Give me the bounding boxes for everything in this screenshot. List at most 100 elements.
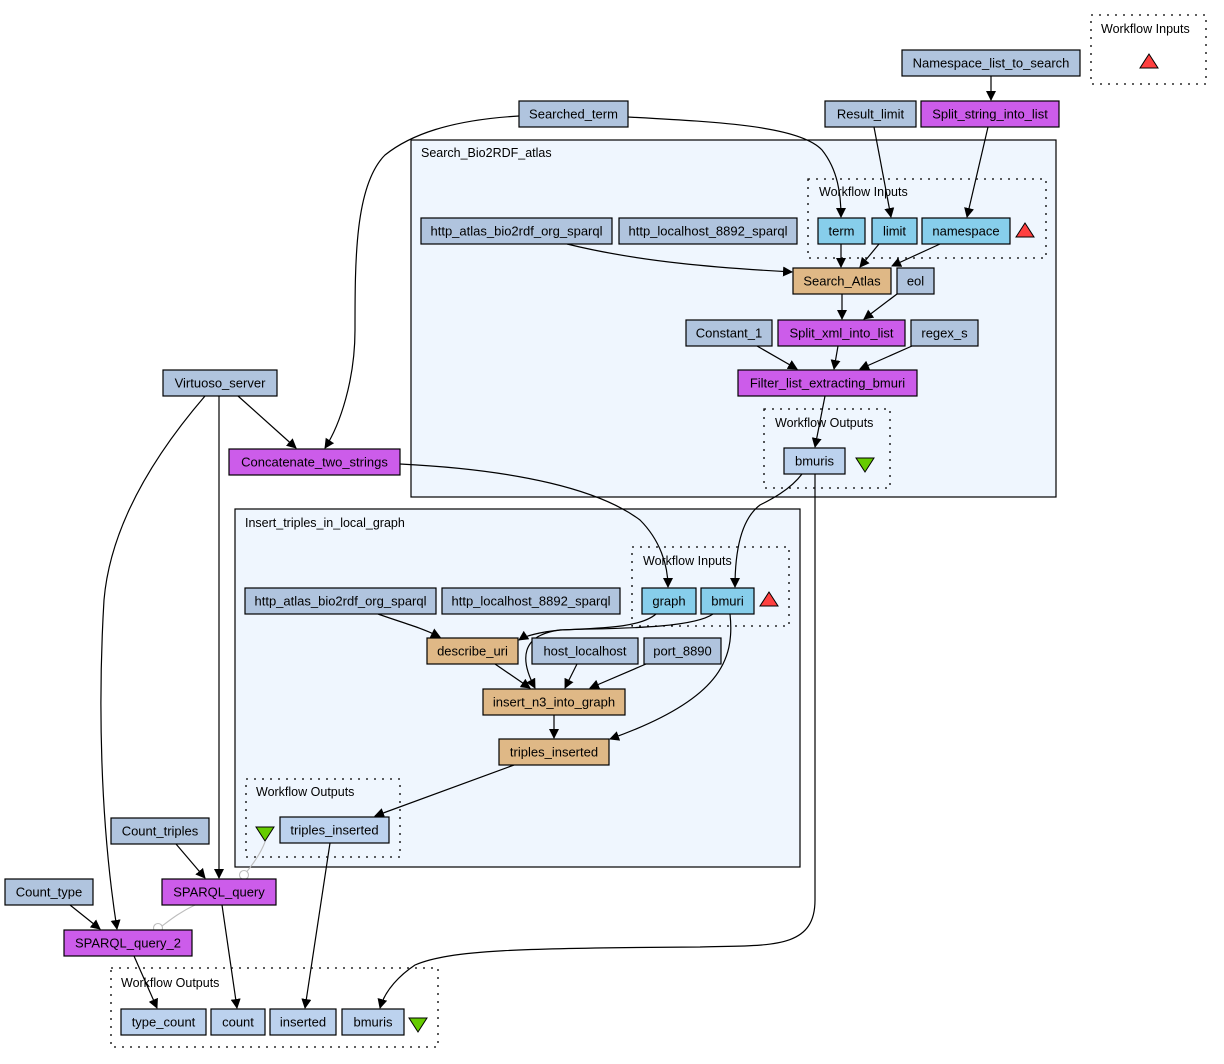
cluster-label: Workflow Outputs [256, 785, 354, 799]
node-box[interactable] [162, 369, 278, 397]
edge-constant-1-to-filter-list [756, 345, 798, 370]
input-triangle-icon [1139, 53, 1159, 69]
node-box[interactable] [63, 929, 193, 957]
node-out-inserted[interactable]: inserted [269, 1008, 337, 1036]
node-port-8890[interactable]: port_8890 [643, 637, 722, 665]
node-box[interactable] [777, 319, 906, 347]
node-sparql-query[interactable]: SPARQL_query [161, 878, 277, 906]
node-label: SPARQL_query [173, 885, 265, 900]
node-s-in-term[interactable]: term [817, 217, 866, 245]
node-count-type[interactable]: Count_type [4, 878, 94, 906]
edge-i-in-bmuri-to-describe-uri [518, 613, 714, 641]
node-out-count[interactable]: count [210, 1008, 266, 1036]
edge-s-in-namespace-to-search-atlas [891, 243, 941, 267]
node-box[interactable] [279, 816, 390, 844]
node-count-triples[interactable]: Count_triples [110, 817, 210, 845]
node-box[interactable] [792, 267, 892, 295]
node-box[interactable] [420, 217, 613, 245]
node-label: Split_xml_into_list [789, 326, 893, 341]
node-i-in-graph[interactable]: graph [641, 587, 697, 615]
node-box[interactable] [269, 1008, 337, 1036]
node-box[interactable] [700, 587, 755, 615]
node-s-out-bmuris[interactable]: bmuris [783, 447, 846, 475]
cluster-search-workflow-outputs: Workflow Outputs [763, 408, 891, 489]
node-label: namespace [932, 224, 999, 239]
node-host-localhost[interactable]: host_localhost [531, 637, 639, 665]
node-describe-uri[interactable]: describe_uri [426, 637, 519, 665]
edge-s-http-atlas-to-search-atlas [566, 243, 793, 277]
node-box[interactable] [244, 587, 437, 615]
node-label: Result_limit [837, 107, 905, 122]
node-result-limit[interactable]: Result_limit [824, 100, 917, 128]
node-label: http_localhost_8892_sparql [451, 594, 610, 609]
node-box[interactable] [426, 637, 519, 665]
node-i-in-bmuri[interactable]: bmuri [700, 587, 755, 615]
node-box[interactable] [871, 217, 918, 245]
node-box[interactable] [817, 217, 866, 245]
node-label: graph [652, 594, 685, 609]
node-box[interactable] [901, 49, 1081, 77]
edge-s-out-bmuris-to-out-bmuris [377, 474, 816, 1009]
node-box[interactable] [685, 319, 773, 347]
node-regex-s[interactable]: regex_s [910, 319, 979, 347]
node-box[interactable] [120, 1008, 207, 1036]
node-label: insert_n3_into_graph [493, 695, 615, 710]
node-i-out-triples[interactable]: triples_inserted [279, 816, 390, 844]
cluster-search-bio2rdf-atlas[interactable]: Search_Bio2RDF_atlas [410, 139, 1057, 498]
edge-virtuoso-server-to-sparql-query-2 [100, 395, 206, 930]
node-box[interactable] [920, 100, 1060, 128]
edges-layer [69, 76, 996, 1009]
node-s-http-atlas[interactable]: http_atlas_bio2rdf_org_sparql [420, 217, 613, 245]
node-s-in-namespace[interactable]: namespace [921, 217, 1011, 245]
node-box[interactable] [4, 878, 94, 906]
node-sparql-query-2[interactable]: SPARQL_query_2 [63, 929, 193, 957]
edge-describe-uri-to-insert-n3 [494, 663, 531, 689]
node-box[interactable] [737, 369, 918, 397]
node-label: regex_s [921, 326, 968, 341]
node-i-http-atlas[interactable]: http_atlas_bio2rdf_org_sparql [244, 587, 437, 615]
node-label: http_atlas_bio2rdf_org_sparql [254, 594, 426, 609]
node-insert-n3[interactable]: insert_n3_into_graph [482, 688, 626, 716]
node-box[interactable] [498, 738, 610, 766]
cluster-insert-triples-in-local-graph[interactable]: Insert_triples_in_local_graph [234, 508, 801, 868]
edge-s-in-limit-to-search-atlas [859, 243, 880, 268]
node-eol[interactable]: eol [896, 267, 935, 295]
node-virtuoso-server[interactable]: Virtuoso_server [162, 369, 278, 397]
cluster-insert-workflow-outputs: Workflow Outputs [245, 778, 401, 858]
node-constant-1[interactable]: Constant_1 [685, 319, 773, 347]
node-box[interactable] [783, 447, 846, 475]
output-triangle-icon [855, 457, 875, 473]
node-out-type-count[interactable]: type_count [120, 1008, 207, 1036]
node-box[interactable] [896, 267, 935, 295]
node-split-string-into-list[interactable]: Split_string_into_list [920, 100, 1060, 128]
node-search-atlas[interactable]: Search_Atlas [792, 267, 892, 295]
node-split-xml-into-list[interactable]: Split_xml_into_list [777, 319, 906, 347]
node-s-in-limit[interactable]: limit [871, 217, 918, 245]
node-namespace-list-to-search[interactable]: Namespace_list_to_search [901, 49, 1081, 77]
node-box[interactable] [641, 587, 697, 615]
node-box[interactable] [341, 1008, 405, 1036]
node-label: Constant_1 [696, 326, 763, 341]
node-i-http-localhost[interactable]: http_localhost_8892_sparql [441, 587, 621, 615]
node-box[interactable] [518, 100, 629, 128]
node-box[interactable] [910, 319, 979, 347]
node-filter-list[interactable]: Filter_list_extracting_bmuri [737, 369, 918, 397]
node-box[interactable] [228, 448, 401, 476]
node-searched-term[interactable]: Searched_term [518, 100, 629, 128]
node-box[interactable] [210, 1008, 266, 1036]
node-s-http-localhost[interactable]: http_localhost_8892_sparql [618, 217, 798, 245]
control-link-endpoint-icon [238, 869, 250, 881]
node-box[interactable] [824, 100, 917, 128]
node-label: port_8890 [653, 644, 712, 659]
node-out-bmuris[interactable]: bmuris [341, 1008, 405, 1036]
node-box[interactable] [643, 637, 722, 665]
node-box[interactable] [482, 688, 626, 716]
node-box[interactable] [531, 637, 639, 665]
node-box[interactable] [441, 587, 621, 615]
node-concatenate[interactable]: Concatenate_two_strings [228, 448, 401, 476]
node-box[interactable] [110, 817, 210, 845]
node-box[interactable] [618, 217, 798, 245]
node-box[interactable] [161, 878, 277, 906]
node-box[interactable] [921, 217, 1011, 245]
node-triples-inserted-proc[interactable]: triples_inserted [498, 738, 610, 766]
